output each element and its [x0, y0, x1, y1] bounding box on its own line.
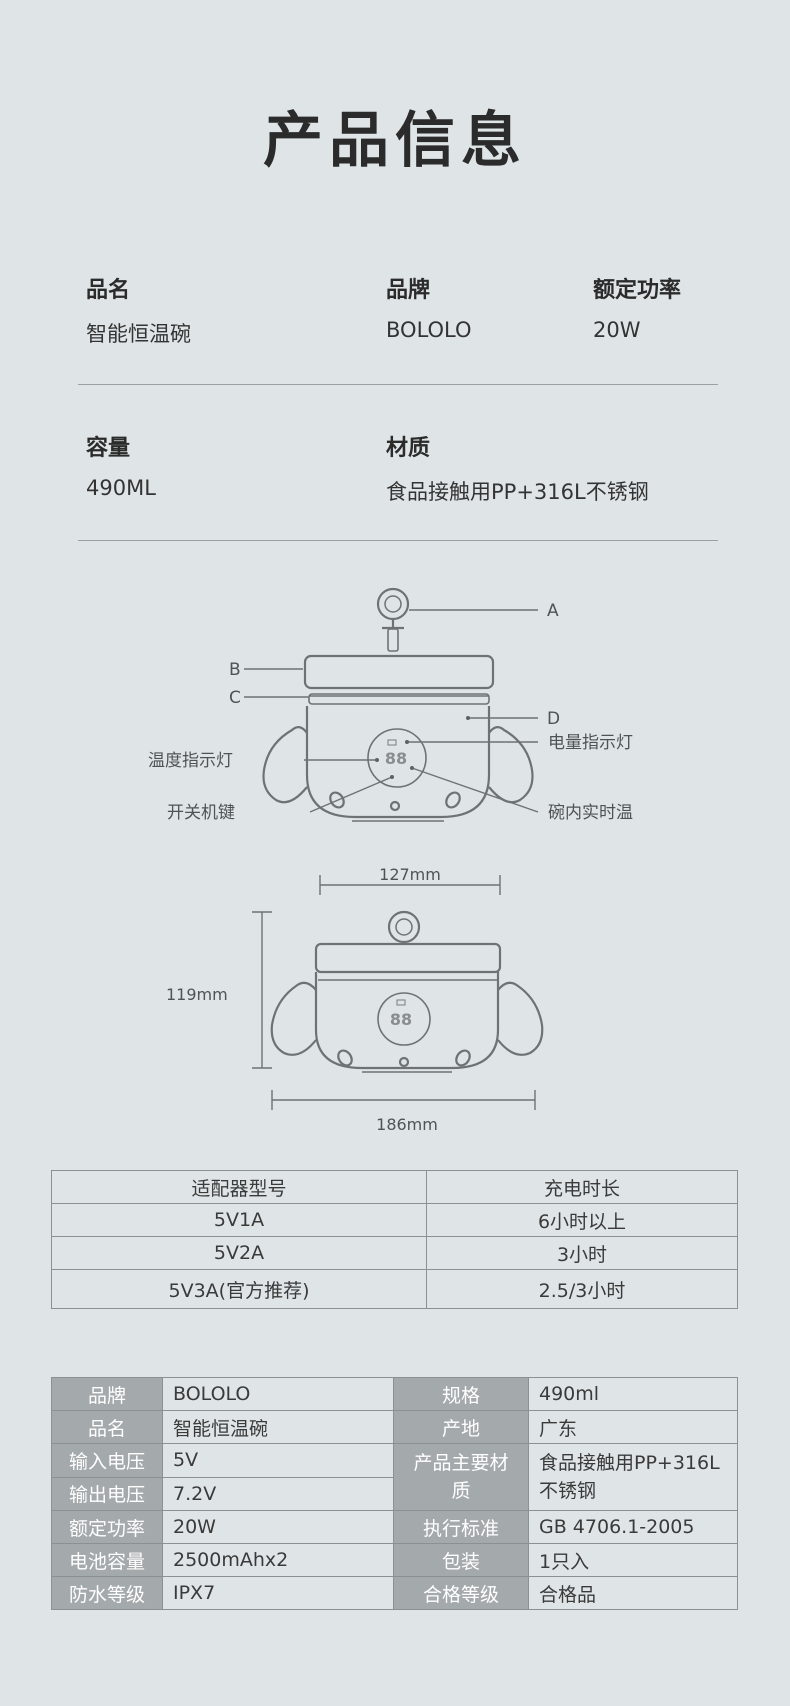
info-material-label: 材质 — [386, 436, 431, 461]
table-row: 输入电压 5V 产品主要材质 食品接触用PP+316L不锈钢 — [51, 1443, 738, 1511]
spec-value: GB 4706.1-2005 — [528, 1510, 738, 1544]
product-diagram: 88 88 A B C D 温度指示灯 电量指示灯 — [148, 587, 633, 1134]
spec-key: 合格等级 — [393, 1576, 529, 1610]
display-digits-2: 88 — [390, 1010, 412, 1029]
table-header-row: 适配器型号 充电时长 — [51, 1170, 738, 1204]
spec-table: 品牌 BOLOLO 规格 490ml 品名 智能恒温碗 产地 广东 输入电压 5… — [51, 1377, 738, 1610]
info-name-label: 品名 — [86, 278, 131, 303]
table-row: 输出电压 7.2V — [51, 1476, 738, 1511]
spec-key: 输出电压 — [51, 1476, 163, 1511]
spec-value: 合格品 — [528, 1576, 738, 1610]
info-material: 材质 食品接触用PP+316L不锈钢 — [386, 430, 649, 506]
spec-key: 产地 — [393, 1410, 529, 1444]
table-row: 5V1A 6小时以上 — [51, 1203, 738, 1237]
info-power-label: 额定功率 — [593, 278, 682, 303]
spec-value: 490ml — [528, 1377, 738, 1411]
callout-switch: 开关机键 — [167, 803, 235, 823]
spec-key: 防水等级 — [51, 1576, 163, 1610]
spec-value: 2500mAhx2 — [162, 1543, 394, 1577]
info-name-value: 智能恒温碗 — [86, 322, 191, 346]
spec-key: 执行标准 — [393, 1510, 529, 1544]
callout-bowl-temp: 碗内实时温 — [548, 803, 633, 823]
spec-key: 产品主要材质 — [393, 1443, 529, 1511]
callout-d: D — [547, 709, 560, 729]
header-adapter: 适配器型号 — [51, 1170, 427, 1204]
spec-value: 食品接触用PP+316L不锈钢 — [528, 1443, 738, 1511]
cell-charge-time: 6小时以上 — [426, 1203, 738, 1237]
info-brand-label: 品牌 — [386, 278, 431, 303]
spec-key: 额定功率 — [51, 1510, 163, 1544]
spec-value: 20W — [162, 1510, 394, 1544]
spec-key: 电池容量 — [51, 1543, 163, 1577]
page-title: 产品信息 — [263, 106, 527, 176]
info-name: 品名 智能恒温碗 — [86, 272, 191, 348]
divider — [78, 540, 718, 541]
cell-adapter: 5V3A(官方推荐) — [51, 1269, 427, 1309]
info-power-value: 20W — [593, 318, 641, 342]
spec-value: 智能恒温碗 — [162, 1410, 394, 1444]
dim-height: 119mm — [166, 985, 228, 1004]
spec-value: BOLOLO — [162, 1377, 394, 1411]
table-row: 防水等级 IPX7 合格等级 合格品 — [51, 1576, 738, 1610]
spec-value: 广东 — [528, 1410, 738, 1444]
table-row: 品牌 BOLOLO 规格 490ml — [51, 1377, 738, 1411]
info-brand-value: BOLOLO — [386, 318, 472, 342]
table-row: 电池容量 2500mAhx2 包装 1只入 — [51, 1543, 738, 1577]
battery-icon — [387, 739, 397, 746]
table-row: 5V2A 3小时 — [51, 1236, 738, 1270]
callout-temp-light: 温度指示灯 — [148, 751, 233, 771]
display-digits: 88 — [385, 749, 407, 768]
spec-value: 5V — [162, 1443, 394, 1478]
info-brand: 品牌 BOLOLO — [386, 272, 472, 342]
info-capacity-value: 490ML — [86, 476, 156, 500]
info-capacity: 容量 490ML — [86, 430, 156, 500]
spec-value: 1只入 — [528, 1543, 738, 1577]
callout-b: B — [229, 660, 241, 680]
spec-value: 7.2V — [162, 1476, 394, 1511]
info-capacity-label: 容量 — [86, 436, 131, 461]
divider — [78, 384, 718, 385]
spec-key: 包装 — [393, 1543, 529, 1577]
table-row: 5V3A(官方推荐) 2.5/3小时 — [51, 1269, 738, 1309]
cell-adapter: 5V1A — [51, 1203, 427, 1237]
cell-charge-time: 2.5/3小时 — [426, 1269, 738, 1309]
battery-icon-2 — [396, 999, 406, 1006]
table-row: 品名 智能恒温碗 产地 广东 — [51, 1410, 738, 1444]
callout-battery-light: 电量指示灯 — [548, 733, 633, 753]
cell-charge-time: 3小时 — [426, 1236, 738, 1270]
dim-top-width: 127mm — [379, 865, 441, 884]
callout-c: C — [229, 688, 241, 708]
info-material-value: 食品接触用PP+316L不锈钢 — [386, 480, 649, 504]
spec-key: 品牌 — [51, 1377, 163, 1411]
header-charge-time: 充电时长 — [426, 1170, 738, 1204]
spec-value: IPX7 — [162, 1576, 394, 1610]
spec-key: 规格 — [393, 1377, 529, 1411]
table-row: 额定功率 20W 执行标准 GB 4706.1-2005 — [51, 1510, 738, 1544]
spec-key: 品名 — [51, 1410, 163, 1444]
charge-table: 适配器型号 充电时长 5V1A 6小时以上 5V2A 3小时 5V3A(官方推荐… — [51, 1170, 738, 1309]
spec-key: 输入电压 — [51, 1443, 163, 1478]
dim-width: 186mm — [376, 1115, 438, 1134]
callout-a: A — [547, 601, 559, 621]
info-power: 额定功率 20W — [593, 272, 681, 342]
cell-adapter: 5V2A — [51, 1236, 427, 1270]
